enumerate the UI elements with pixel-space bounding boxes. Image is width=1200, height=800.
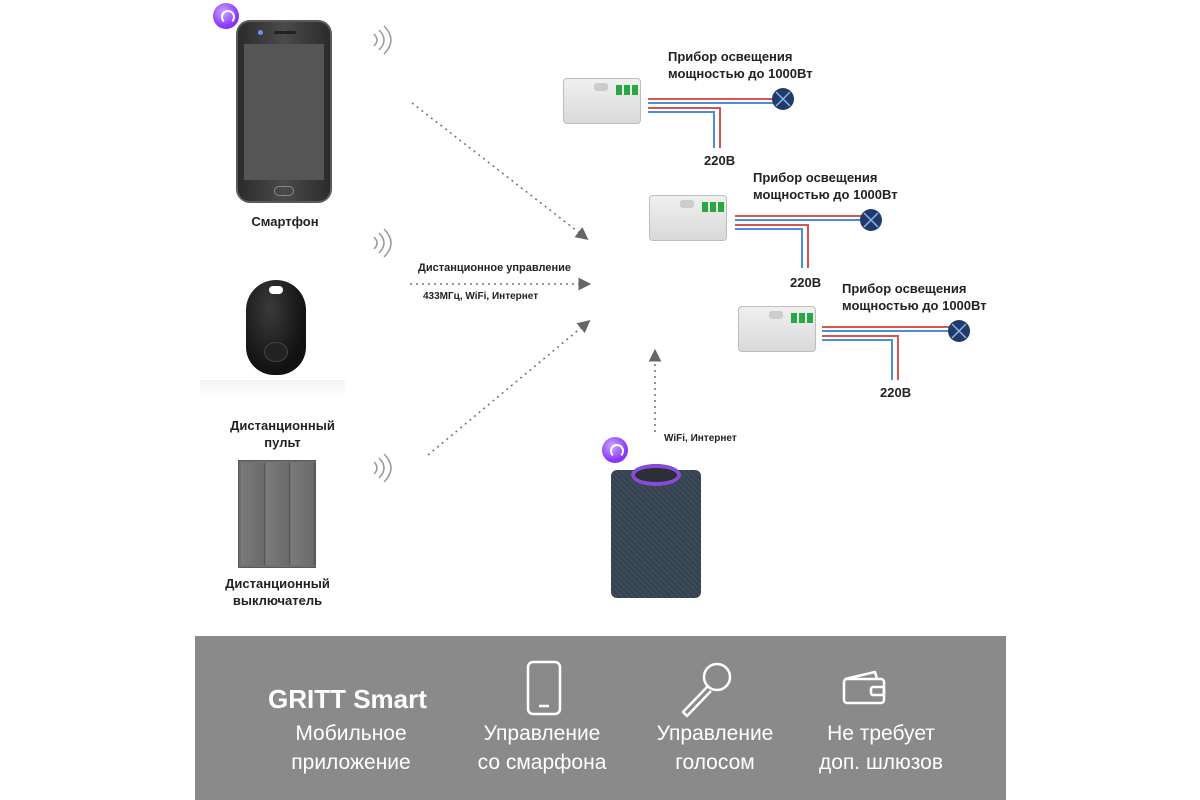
remote-label: Дистанционный пульт [210, 417, 355, 451]
fob-shadow [200, 380, 345, 400]
lamp-icon [860, 209, 882, 231]
relay-3-label: Прибор освещения мощностью до 1000Вт [842, 280, 987, 314]
relay-2-label: Прибор освещения мощностью до 1000Вт [753, 169, 898, 203]
relay-module-2 [649, 195, 727, 241]
relay-wires-1 [648, 98, 780, 148]
relay-1-label-line1: Прибор освещения [668, 49, 793, 64]
relay-2-label-line2: мощностью до 1000Вт [753, 187, 898, 202]
feature-smartphone-control: Управление со смарфона [455, 719, 629, 777]
alice-assistant-icon [602, 437, 628, 463]
speaker-top-ring [631, 464, 681, 486]
feature-line: Не требует [827, 722, 935, 745]
switch-key [291, 463, 315, 565]
switch-label-line2: выключатель [232, 593, 323, 608]
terminal [624, 85, 630, 95]
earpiece [274, 31, 296, 34]
feature-voice-control: Управление голосом [628, 719, 802, 777]
protocols-caption: 433МГц, WiFi, Интернет [423, 291, 539, 302]
relay-module-3 [738, 306, 816, 352]
smart-speaker-image [611, 464, 701, 598]
lamp-icon [948, 320, 970, 342]
switch-key [241, 463, 265, 565]
remote-label-line1: Дистанционный [230, 418, 335, 433]
relay-3-label-line1: Прибор освещения [842, 281, 967, 296]
signal-icon [373, 453, 392, 483]
switch-label-line1: Дистанционный [225, 576, 330, 591]
switch-key [266, 463, 290, 565]
terminal [710, 202, 716, 212]
remote-fob-image [246, 280, 306, 375]
smartphone-label: Смартфон [251, 214, 319, 229]
relay-wires-3 [822, 326, 956, 380]
alice-assistant-icon [213, 3, 239, 29]
brand-title: GRITT Smart [268, 684, 427, 714]
signal-icon [373, 228, 392, 258]
relay-button [769, 311, 783, 319]
speaker-link-caption: WiFi, Интернет [664, 433, 737, 444]
relay-3-voltage: 220В [880, 385, 912, 400]
terminal [791, 313, 797, 323]
terminal [718, 202, 724, 212]
smartphone-image [236, 20, 332, 203]
terminal [616, 85, 622, 95]
smartphone-icon [526, 660, 562, 716]
feature-mobile-app: Мобильное приложение [245, 719, 457, 777]
phone-screen [244, 44, 324, 180]
camera-icon [258, 30, 263, 35]
signal-icon [373, 25, 392, 55]
feature-line: со смарфона [477, 751, 607, 774]
feature-line: Управление [483, 722, 601, 745]
relay-module-1 [563, 78, 641, 124]
terminal [807, 313, 813, 323]
relay-1-label: Прибор освещения мощностью до 1000Вт [668, 48, 813, 82]
relay-2-label-line1: Прибор освещения [753, 170, 878, 185]
relay-1-voltage: 220В [704, 153, 736, 168]
microphone-icon [681, 662, 732, 718]
arrow-from-phone [411, 102, 589, 240]
feature-line: доп. шлюзов [818, 751, 944, 774]
feature-line: приложение [291, 751, 411, 774]
home-button [274, 186, 294, 196]
terminal [799, 313, 805, 323]
switch-label: Дистанционный выключатель [205, 575, 350, 609]
terminal [632, 85, 638, 95]
terminal [702, 202, 708, 212]
wallet-icon [842, 670, 886, 705]
arrow-from-switch [427, 319, 591, 456]
relay-button [594, 83, 608, 91]
features-banner: GRITT Smart Мобильное приложение Управле… [195, 636, 1006, 800]
remote-control-caption: Дистанционное управление [418, 262, 571, 274]
feature-line: Управление [656, 722, 774, 745]
feature-line: голосом [675, 751, 755, 774]
relay-1-label-line2: мощностью до 1000Вт [668, 66, 813, 81]
keyring-hole [269, 286, 283, 294]
relay-wires-2 [735, 215, 868, 268]
relay-button [680, 200, 694, 208]
lamp-icon [772, 88, 794, 110]
wall-switch-image [238, 460, 316, 568]
relay-2-voltage: 220В [790, 275, 822, 290]
relay-3-label-line2: мощностью до 1000Вт [842, 298, 987, 313]
fob-button [264, 342, 288, 362]
remote-label-line2: пульт [264, 435, 301, 450]
feature-no-gateway: Не требует доп. шлюзов [791, 719, 971, 777]
feature-line: Мобильное [295, 722, 407, 745]
